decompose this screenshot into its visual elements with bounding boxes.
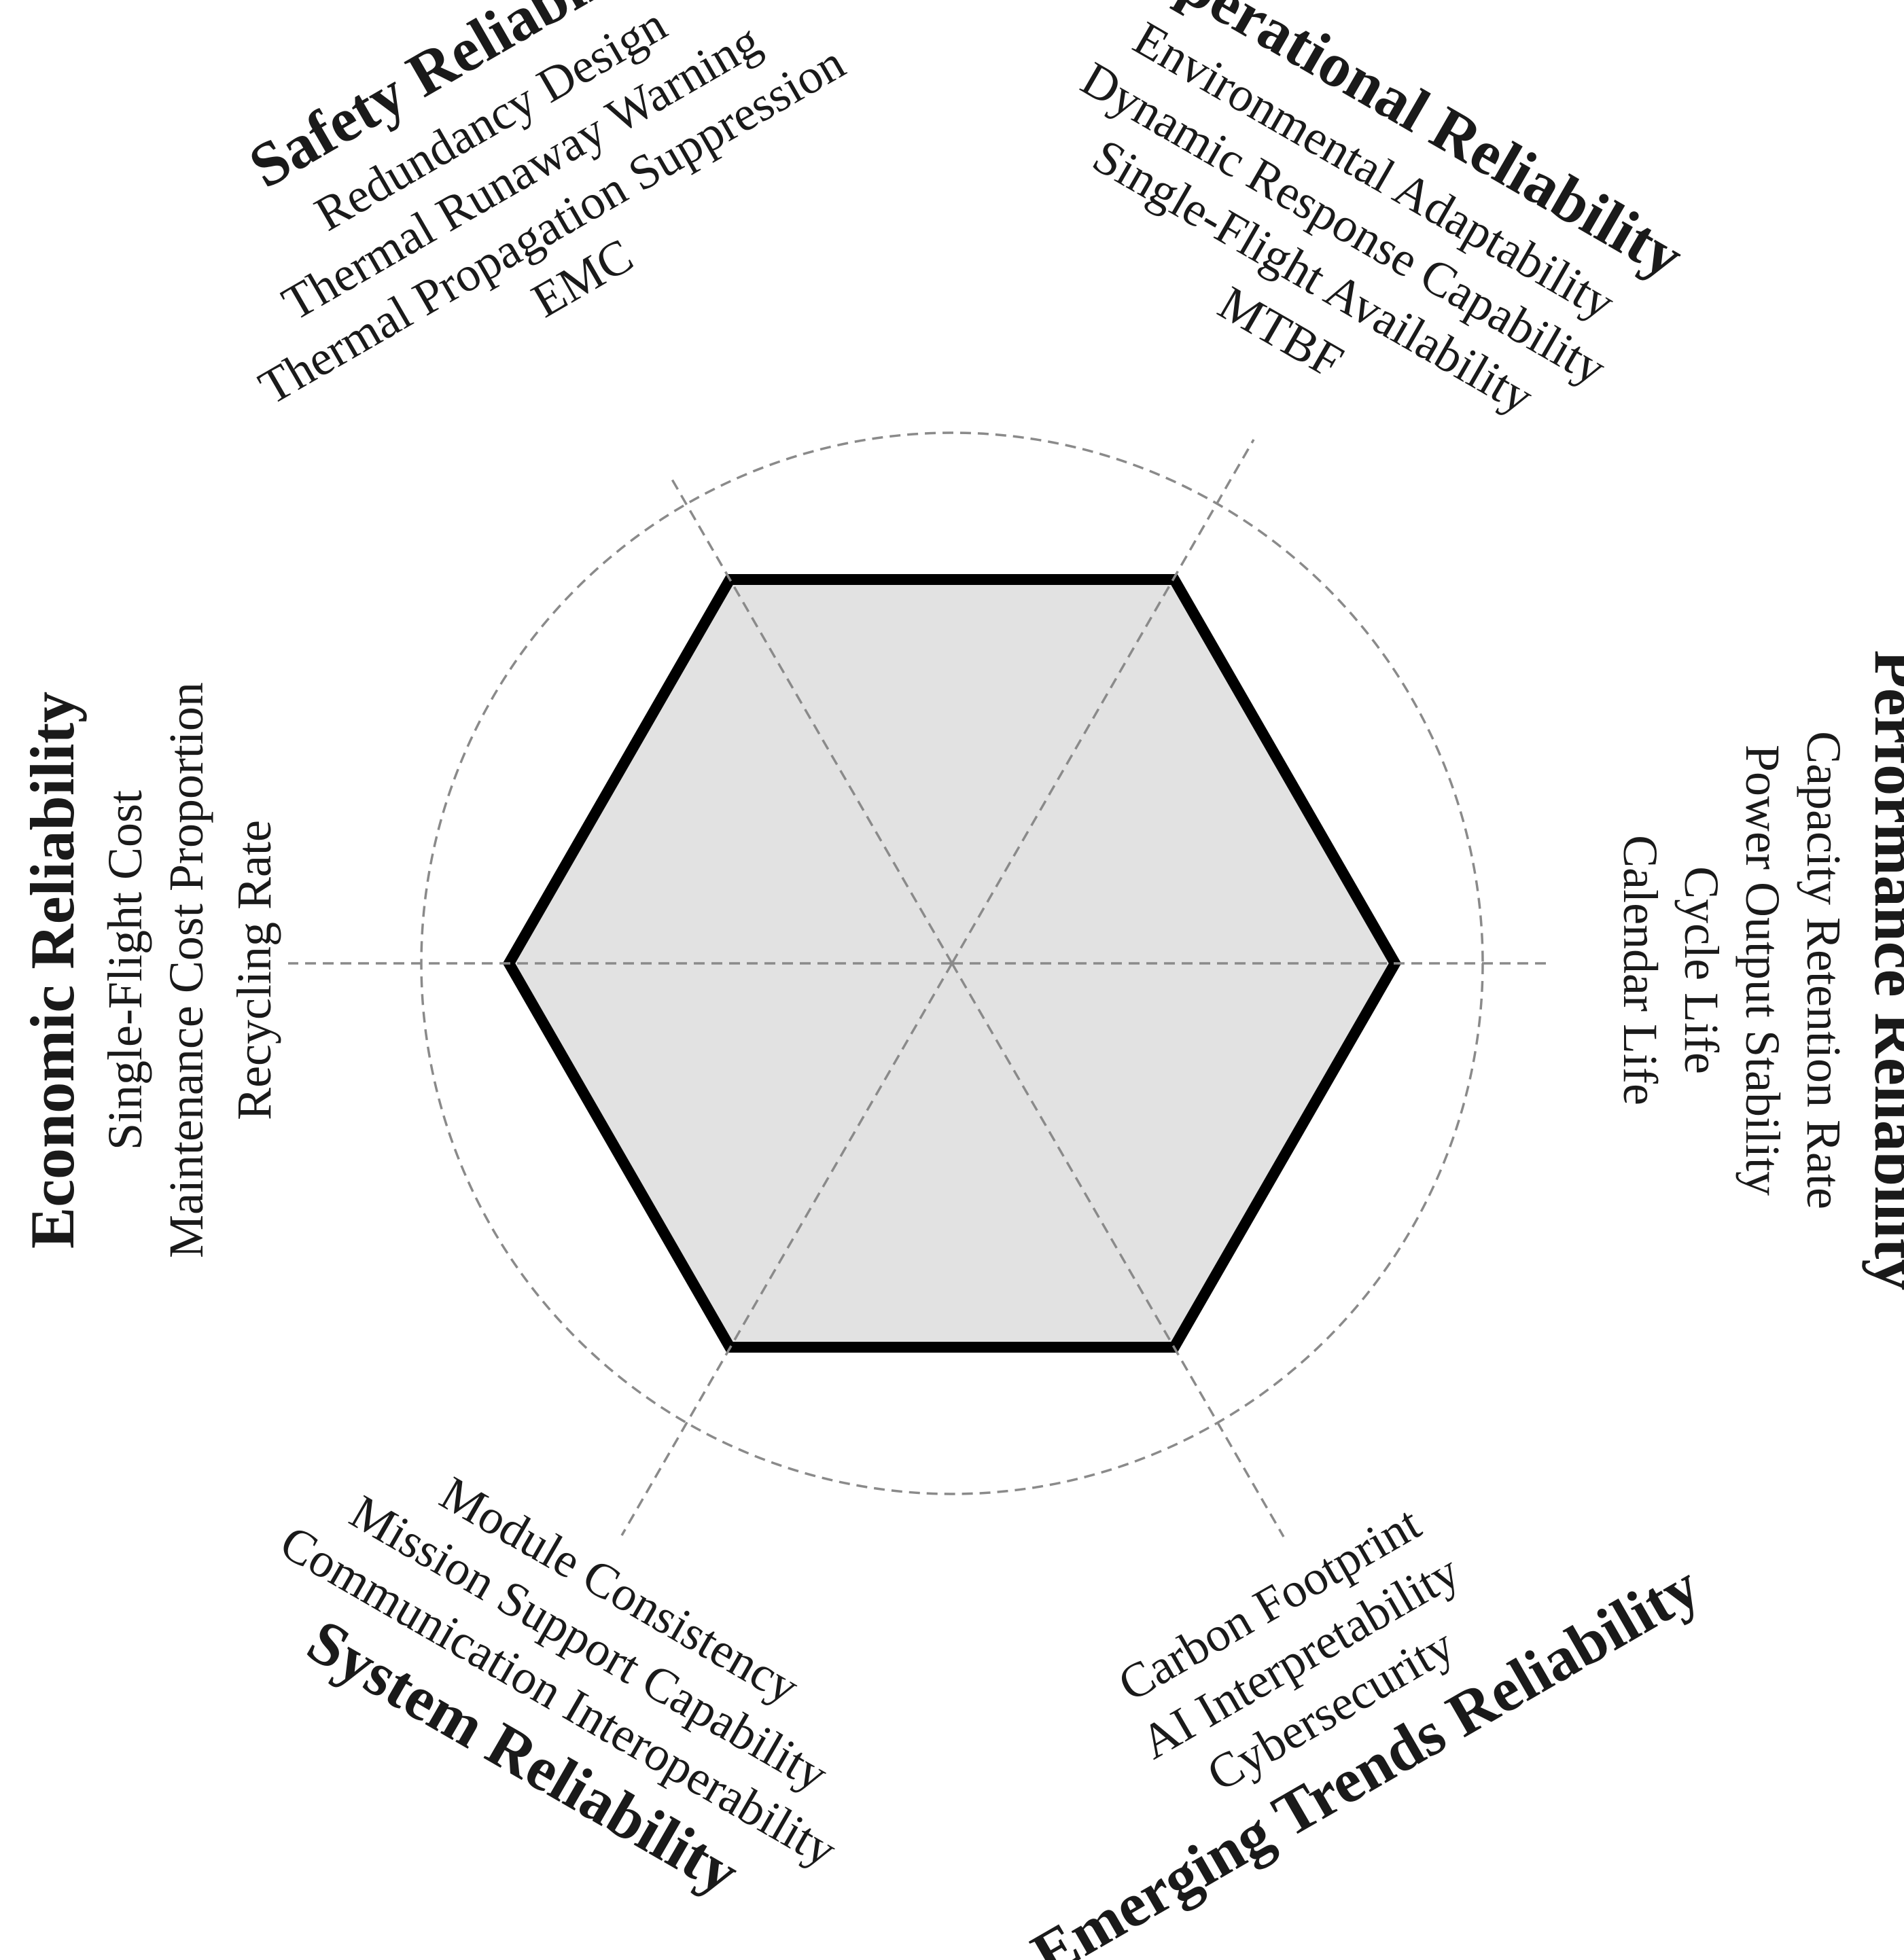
axis-emerging [951, 963, 1285, 1537]
dimension-item: Calendar Life [1613, 835, 1668, 1105]
axis-lines [288, 439, 1548, 1537]
dimension-title: Economic Reliability [18, 692, 87, 1249]
dimension-item: Recycling Rate [227, 820, 281, 1120]
dimension-performance: Performance Reliability Capacity Retenti… [1613, 650, 1904, 1291]
dimension-system: Module Consistency Mission Support Capab… [271, 1466, 845, 1908]
dimension-operational: Operational Reliability Environmental Ad… [1072, 0, 1695, 425]
axis-system [620, 963, 953, 1536]
dimension-economic: Economic Reliability Single-Flight Cost … [18, 682, 281, 1258]
dimension-safety: Safety Reliability Redundancy Design The… [238, 0, 854, 415]
dimension-item: Power Output Stability [1735, 745, 1790, 1196]
dimension-item: Capacity Retention Rate [1797, 731, 1851, 1209]
axis-safety [670, 478, 953, 964]
dimension-item: Maintenance Cost Proportion [159, 682, 213, 1258]
dimension-emerging-trends: Carbon Footprint AI Interpretability Cyb… [1020, 1496, 1710, 1960]
dimension-item: Cycle Life [1674, 866, 1729, 1074]
axis-operational [951, 439, 1255, 964]
dimension-title: Performance Reliability [1862, 650, 1904, 1291]
dimension-item: Single-Flight Cost [98, 790, 152, 1150]
